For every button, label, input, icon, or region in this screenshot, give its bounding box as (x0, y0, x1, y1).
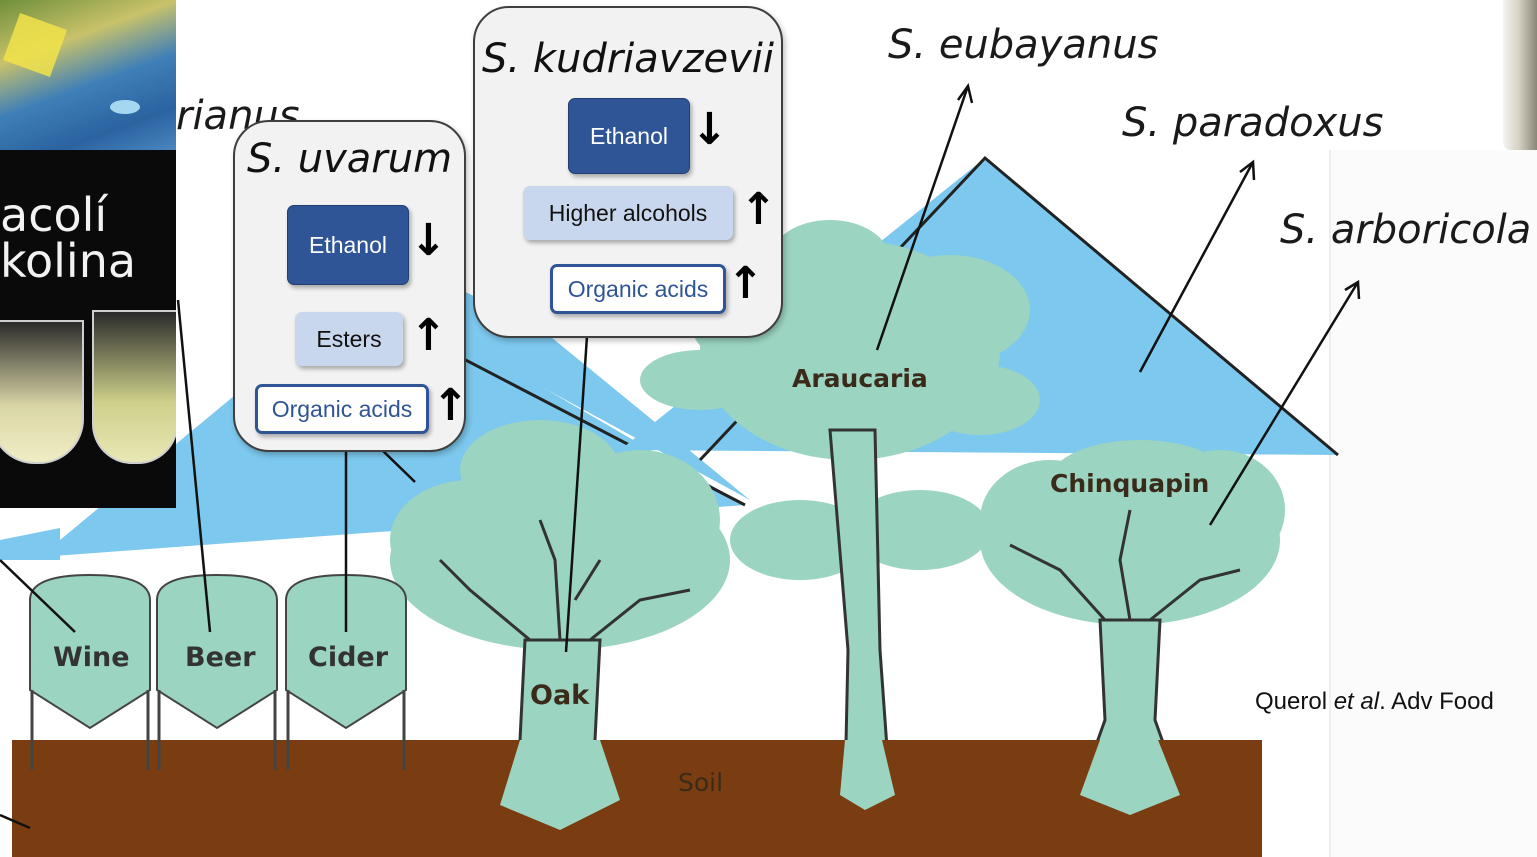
uvarum-esters-trend: ↑ (410, 314, 447, 358)
citation-italic: et al (1334, 688, 1379, 715)
uvarum-ethanol-box: Ethanol (287, 205, 409, 285)
uvarum-esters-box: Esters (295, 312, 403, 366)
corner-photo (1503, 0, 1537, 150)
species-paradoxus: S. paradoxus (1122, 100, 1383, 146)
tree-label-chinquapin: Chinquapin (1050, 469, 1209, 498)
kudriavzevii-higher-alcohols-trend: ↑ (740, 188, 777, 232)
uvarum-organic-acids-box: Organic acids (255, 384, 429, 434)
panel-uvarum-title: S. uvarum (235, 136, 464, 182)
soil-band (12, 740, 1262, 857)
photo-text-2: kolina (0, 234, 136, 288)
tree-label-oak: Oak (530, 680, 589, 711)
tree-label-araucaria: Araucaria (792, 364, 928, 393)
panel-uvarum: S. uvarum Ethanol ↓ Esters ↑ Organic aci… (233, 120, 466, 452)
tank-label-cider: Cider (308, 642, 388, 673)
tank-label-beer: Beer (185, 642, 256, 673)
wine-photo: acolí kolina (0, 150, 176, 508)
map-photo (0, 0, 176, 150)
citation-prefix: Querol (1255, 688, 1334, 715)
kudriavzevii-higher-alcohols-box: Higher alcohols (523, 186, 733, 240)
uvarum-ethanol-trend: ↓ (410, 219, 447, 263)
background-panel (1330, 150, 1537, 857)
soil-label: Soil (678, 768, 723, 797)
kudriavzevii-ethanol-box: Ethanol (568, 98, 690, 174)
uvarum-organic-acids-trend: ↑ (432, 384, 469, 428)
kudriavzevii-organic-acids-trend: ↑ (727, 262, 764, 306)
map-island (110, 100, 140, 114)
chinquapin-crown (980, 440, 1285, 625)
mountain-left-foot (0, 528, 60, 560)
map-region (3, 13, 67, 77)
species-arboricola: S. arboricola (1280, 207, 1531, 253)
panel-kudriavzevii: S. kudriavzevii Ethanol ↓ Higher alcohol… (473, 6, 783, 338)
kudriavzevii-ethanol-trend: ↓ (691, 108, 728, 152)
tank-label-wine: Wine (53, 642, 130, 673)
glass-right (92, 310, 176, 464)
citation-suffix: . Adv Food (1379, 688, 1494, 715)
species-eubayanus: S. eubayanus (888, 22, 1158, 68)
glass-left (0, 320, 84, 464)
panel-kudriavzevii-title: S. kudriavzevii (475, 36, 781, 82)
citation: Querol et al. Adv Food (1255, 688, 1494, 716)
kudriavzevii-organic-acids-box: Organic acids (550, 264, 726, 314)
